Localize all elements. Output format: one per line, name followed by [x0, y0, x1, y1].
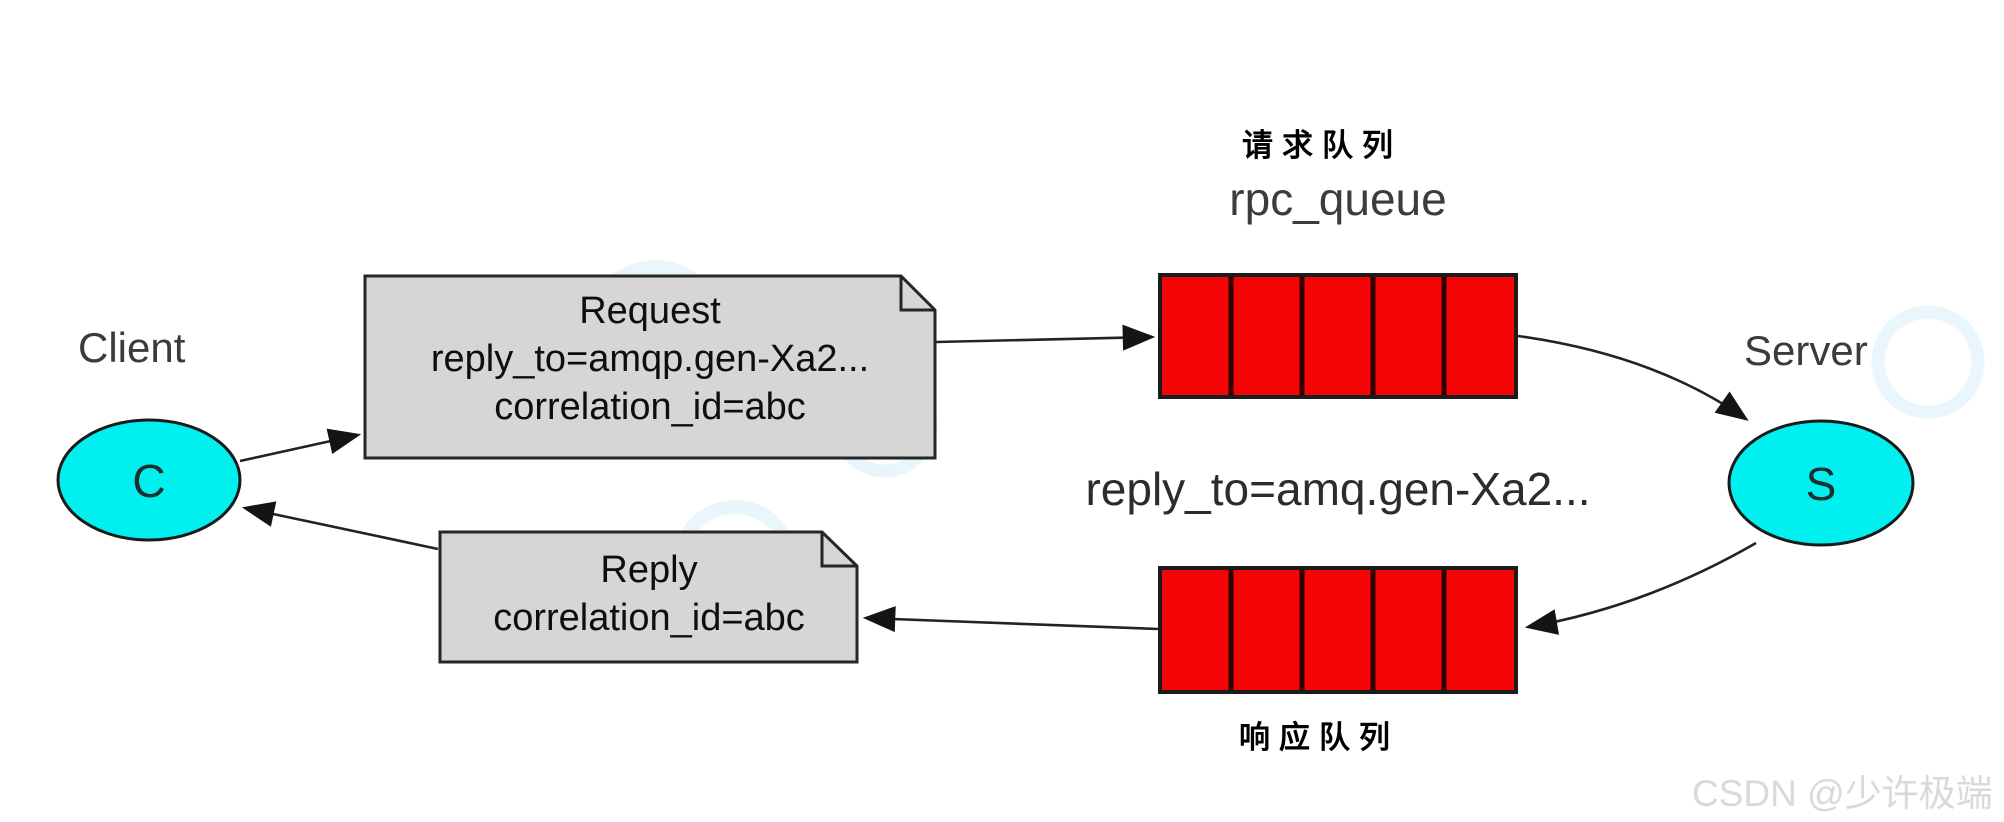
request-queue-zh-label: 请求队列 — [1242, 128, 1402, 164]
request-note-line: correlation_id=abc — [494, 386, 806, 428]
request-note-shape — [363, 274, 937, 460]
request-queue-shape — [1158, 273, 1518, 399]
request-note-line: Request — [579, 290, 721, 332]
server-label: Server — [1744, 327, 1868, 374]
edge-rpc-queue-to-server — [1517, 334, 1749, 421]
edge-response-queue-to-reply — [862, 606, 1159, 633]
reply-to-annotation: reply_to=amq.gen-Xa2... — [1085, 463, 1591, 515]
rpc-queue-name: rpc_queue — [1229, 173, 1447, 225]
edge-reply-to-client — [241, 501, 439, 551]
csdn-watermark: CSDN @少许极端 — [1692, 773, 1993, 814]
reply-note-text: Reply correlation_id=abc — [440, 546, 858, 642]
client-label: Client — [78, 324, 186, 371]
reply-note-shape — [438, 530, 859, 664]
response-queue-zh-label: 响应队列 — [1239, 720, 1399, 756]
edge-client-to-request — [239, 428, 362, 463]
edge-request-to-rpc-queue — [935, 324, 1156, 351]
server-letter: S — [1805, 458, 1837, 510]
request-note-line: reply_to=amqp.gen-Xa2... — [430, 338, 870, 380]
server-node — [1727, 419, 1915, 547]
client-letter: C — [132, 455, 166, 507]
response-queue-shape — [1158, 566, 1518, 694]
edge-server-to-response-queue — [1524, 541, 1757, 635]
request-note-text: Request reply_to=amqp.gen-Xa2... correla… — [365, 287, 935, 431]
reply-note-line: Reply — [600, 549, 698, 591]
client-node — [56, 418, 242, 542]
reply-note-line: correlation_id=abc — [493, 597, 805, 639]
